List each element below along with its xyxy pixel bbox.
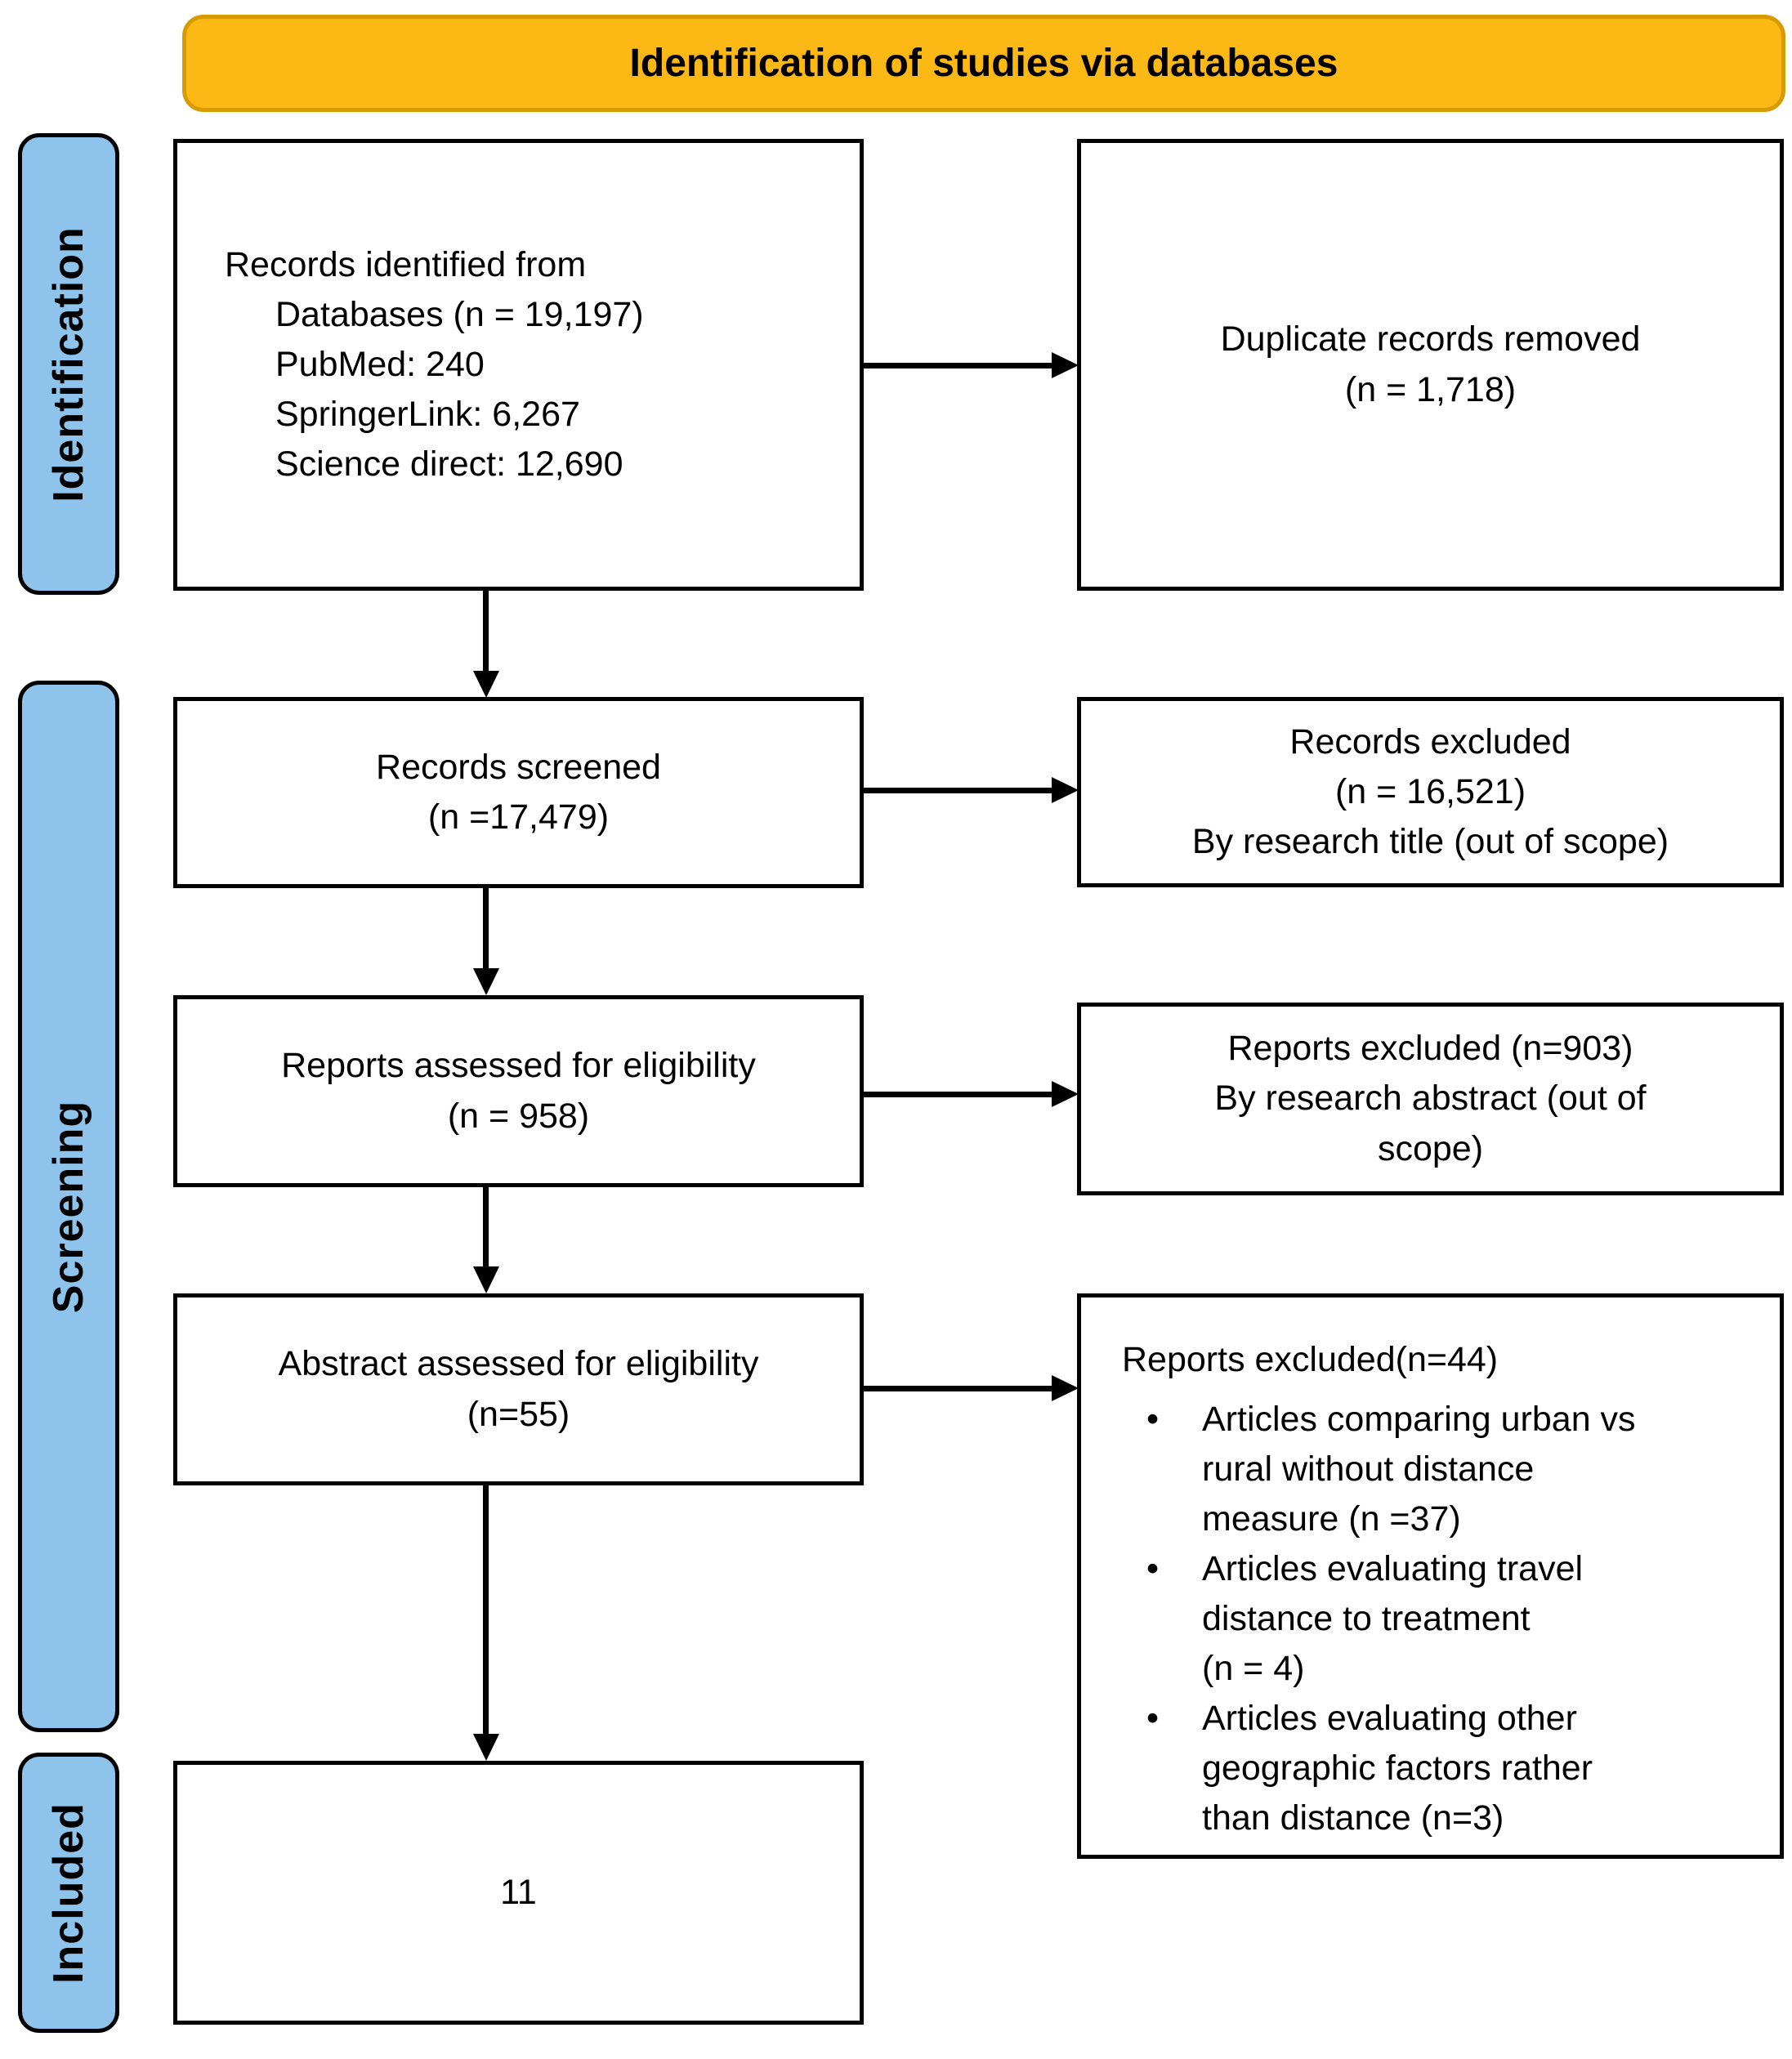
- box-reports-excluded-44: Reports excluded(n=44) • Articles compar…: [1077, 1293, 1784, 1859]
- records-screened-text: Records screened (n =17,479): [376, 747, 661, 837]
- arrow-head-down-icon: [473, 1266, 499, 1293]
- box-reports-assessed: Reports assessed for eligibility (n = 95…: [173, 995, 864, 1187]
- box-duplicates-removed: Duplicate records removed (n = 1,718): [1077, 139, 1784, 591]
- arrow-head-right-icon: [1052, 352, 1079, 378]
- arrow-shaft: [864, 1386, 1052, 1391]
- box-records-identified-content: Records identified from Databases (n = 1…: [177, 240, 660, 489]
- arrow-head-right-icon: [1052, 1081, 1079, 1107]
- bullet-icon: •: [1146, 1400, 1160, 1440]
- records-identified-title: Records identified from: [225, 244, 587, 284]
- arrow-shaft: [864, 788, 1052, 793]
- arrow-head-right-icon: [1052, 1375, 1079, 1401]
- included-count-text: 11: [500, 1872, 537, 1912]
- arrow-shaft: [483, 1187, 489, 1267]
- list-item: • Articles evaluating other geographic f…: [1122, 1694, 1747, 1843]
- bullet-text-urban-rural: Articles comparing urban vs rural withou…: [1202, 1400, 1636, 1539]
- stage-ribbon-identification: Identification: [18, 133, 119, 595]
- abstract-assessed-text: Abstract assessed for eligibility (n=55): [278, 1344, 759, 1434]
- stage-label-identification: Identification: [45, 226, 92, 502]
- reports-excluded-44-title: Reports excluded(n=44): [1122, 1340, 1499, 1379]
- arrow-shaft: [483, 1485, 489, 1735]
- bullet-icon: •: [1146, 1549, 1160, 1589]
- box-records-excluded: Records excluded (n = 16,521) By researc…: [1077, 697, 1784, 887]
- records-excluded-text: Records excluded (n = 16,521) By researc…: [1191, 721, 1669, 862]
- arrow-head-down-icon: [473, 671, 499, 698]
- arrow-head-down-icon: [473, 1734, 499, 1761]
- arrow-shaft: [483, 591, 489, 672]
- stage-ribbon-screening: Screening: [18, 681, 119, 1732]
- arrow-head-right-icon: [1052, 777, 1079, 803]
- box-reports-excluded-903: Reports excluded (n=903) By research abs…: [1077, 1003, 1784, 1195]
- duplicates-removed-text: Duplicate records removed (n = 1,718): [1220, 319, 1641, 409]
- banner: Identification of studies via databases: [182, 15, 1785, 112]
- stage-label-screening: Screening: [45, 1100, 93, 1313]
- stage-label-included: Included: [45, 1802, 93, 1984]
- reports-assessed-text: Reports assessed for eligibility (n = 95…: [281, 1046, 756, 1136]
- bullet-text-travel-distance: Articles evaluating travel distance to t…: [1202, 1549, 1584, 1689]
- arrow-shaft: [864, 1092, 1052, 1097]
- records-identified-sources: Databases (n = 19,197) PubMed: 240 Sprin…: [275, 294, 644, 485]
- arrow-head-down-icon: [473, 968, 499, 995]
- arrow-shaft: [483, 888, 489, 969]
- box-records-screened: Records screened (n =17,479): [173, 697, 864, 888]
- list-item: • Articles comparing urban vs rural with…: [1122, 1395, 1747, 1544]
- bullet-icon: •: [1146, 1699, 1160, 1739]
- box-records-identified: Records identified from Databases (n = 1…: [173, 139, 864, 591]
- arrow-shaft: [864, 363, 1052, 368]
- list-item: • Articles evaluating travel distance to…: [1122, 1544, 1747, 1694]
- banner-title: Identification of studies via databases: [629, 42, 1338, 85]
- stage-ribbon-included: Included: [18, 1753, 119, 2033]
- reports-excluded-903-text: Reports excluded (n=903) By research abs…: [1214, 1029, 1647, 1168]
- box-included-count: 11: [173, 1761, 864, 2025]
- bullet-text-geographic-factors: Articles evaluating other geographic fac…: [1202, 1699, 1593, 1838]
- box-abstract-assessed: Abstract assessed for eligibility (n=55): [173, 1293, 864, 1485]
- reports-excluded-44-bullets: • Articles comparing urban vs rural with…: [1122, 1395, 1747, 1843]
